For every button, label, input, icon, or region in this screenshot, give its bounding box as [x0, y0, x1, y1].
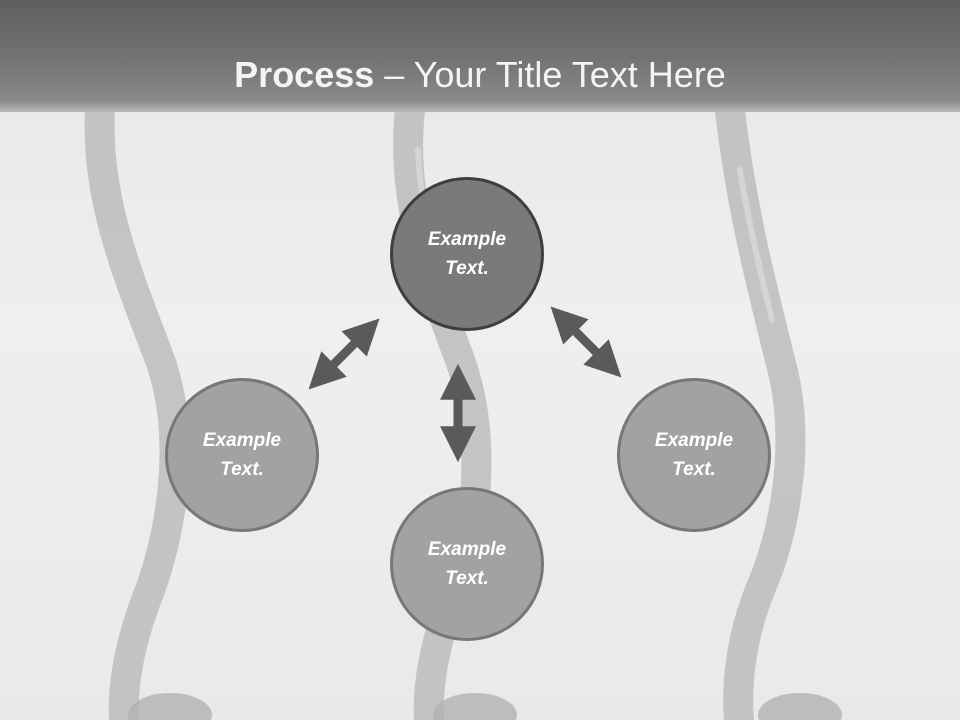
right-circle-line1: Example — [654, 430, 734, 451]
double-arrow-icon — [550, 306, 622, 378]
left-circle-line2: Text. — [220, 459, 264, 480]
center-circle-line2: Text. — [445, 258, 489, 279]
bottom-circle-line1: Example — [427, 539, 507, 560]
center-circle: Example Text. — [390, 177, 544, 331]
double-arrow-icon — [308, 318, 380, 390]
right-circle-line2: Text. — [672, 459, 716, 480]
left-circle-line1: Example — [202, 430, 282, 451]
title-bold: Process — [234, 54, 375, 95]
right-circle: Example Text. — [617, 378, 771, 532]
bottom-circle-line2: Text. — [445, 568, 489, 589]
left-circle: Example Text. — [165, 378, 319, 532]
title-rest: – Your Title Text Here — [374, 54, 726, 95]
bottom-circle: Example Text. — [390, 487, 544, 641]
slide-title: Process – Your Title Text Here — [0, 52, 960, 98]
center-circle-line1: Example — [427, 229, 507, 250]
title-bar — [0, 0, 960, 112]
